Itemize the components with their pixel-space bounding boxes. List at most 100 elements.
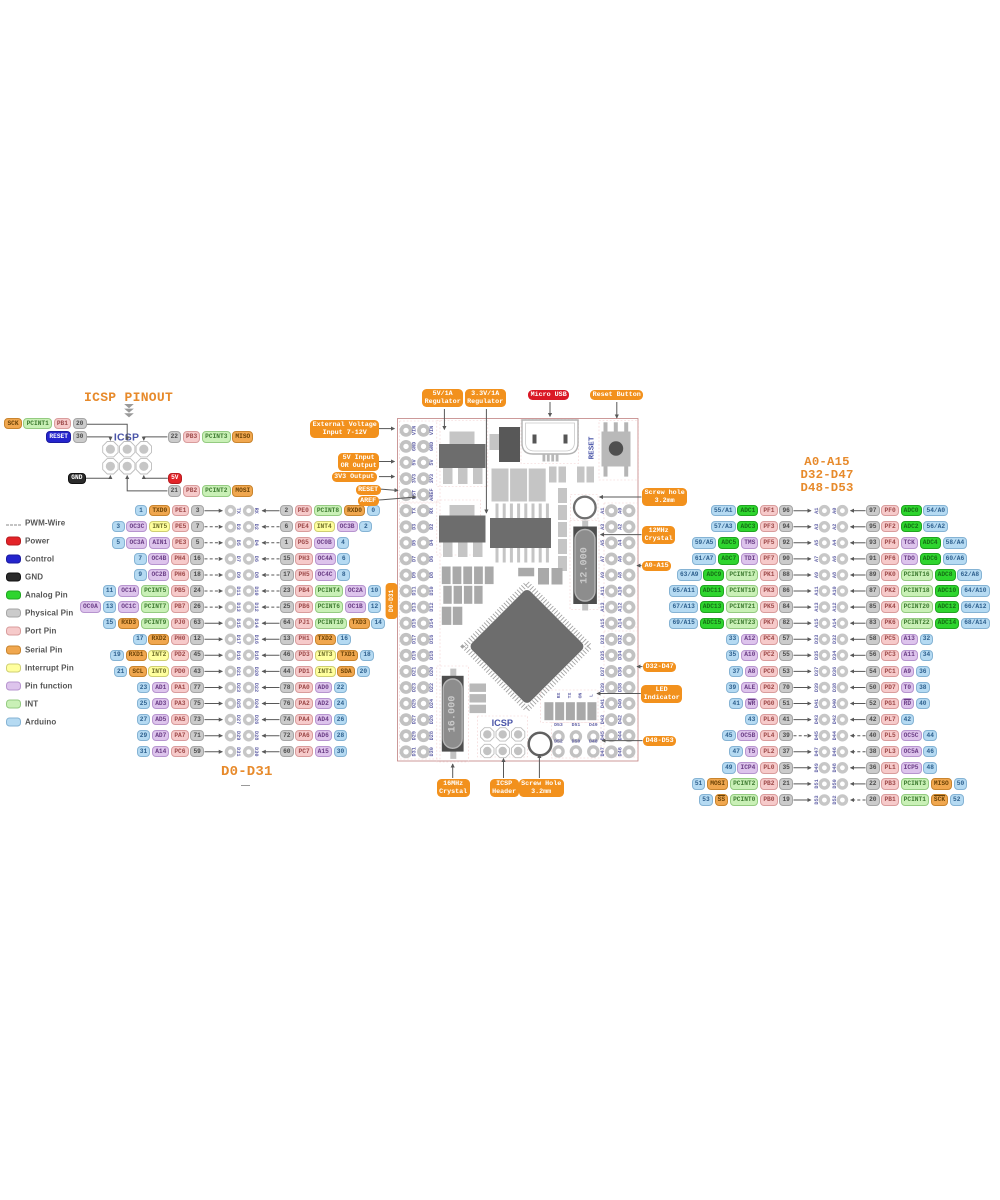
svg-text:D38: D38 xyxy=(617,683,623,692)
svg-text:A9: A9 xyxy=(600,572,606,578)
svg-text:RESET: RESET xyxy=(589,436,597,459)
svg-text:3V3: 3V3 xyxy=(412,474,418,483)
svg-text:D10: D10 xyxy=(253,586,259,595)
svg-text:RST: RST xyxy=(412,490,418,499)
svg-text:D34: D34 xyxy=(617,651,623,660)
svg-text:D25: D25 xyxy=(412,699,418,708)
svg-text:D39: D39 xyxy=(814,683,820,692)
svg-text:D5: D5 xyxy=(412,540,418,546)
svg-text:A0: A0 xyxy=(617,508,623,514)
svg-text:D7: D7 xyxy=(412,556,418,562)
svg-text:A0: A0 xyxy=(832,508,838,514)
svg-text:A14: A14 xyxy=(617,619,623,628)
svg-text:D36: D36 xyxy=(617,667,623,676)
svg-text:ICSP: ICSP xyxy=(492,718,513,728)
svg-text:D52: D52 xyxy=(832,795,838,804)
svg-text:D17: D17 xyxy=(412,635,418,644)
svg-text:D27: D27 xyxy=(235,715,241,724)
svg-text:D47: D47 xyxy=(814,747,820,756)
svg-text:D27: D27 xyxy=(412,715,418,724)
svg-text:D8: D8 xyxy=(429,572,435,578)
svg-text:D20: D20 xyxy=(253,667,259,676)
svg-text:VIN: VIN xyxy=(429,426,435,435)
svg-text:D4: D4 xyxy=(429,540,435,546)
svg-text:TX: TX xyxy=(567,693,573,699)
svg-text:D45: D45 xyxy=(600,731,606,740)
svg-text:D8: D8 xyxy=(253,572,259,578)
svg-text:D22: D22 xyxy=(429,683,435,692)
svg-text:A1: A1 xyxy=(600,508,606,514)
svg-text:D52: D52 xyxy=(554,739,563,745)
svg-text:D47: D47 xyxy=(600,747,606,756)
svg-text:D21: D21 xyxy=(235,667,241,676)
svg-text:A15: A15 xyxy=(814,619,820,628)
svg-text:D41: D41 xyxy=(814,699,820,708)
svg-text:A1: A1 xyxy=(814,508,820,514)
svg-text:D44: D44 xyxy=(617,731,623,740)
svg-text:D14: D14 xyxy=(253,619,259,628)
svg-text:D28: D28 xyxy=(253,731,259,740)
svg-text:A4: A4 xyxy=(832,540,838,546)
svg-text:D36: D36 xyxy=(832,667,838,676)
svg-text:D17: D17 xyxy=(235,635,241,644)
svg-text:A12: A12 xyxy=(832,602,838,611)
svg-text:D12: D12 xyxy=(253,602,259,611)
svg-text:D33: D33 xyxy=(600,635,606,644)
svg-text:ON: ON xyxy=(578,693,584,699)
svg-text:D39: D39 xyxy=(600,683,606,692)
svg-text:5V: 5V xyxy=(429,459,435,466)
svg-text:D2: D2 xyxy=(429,524,435,530)
svg-text:RX: RX xyxy=(253,508,259,515)
svg-text:D29: D29 xyxy=(412,731,418,740)
svg-text:A11: A11 xyxy=(814,586,820,595)
svg-text:D53: D53 xyxy=(554,722,563,728)
svg-text:RX: RX xyxy=(556,693,562,699)
svg-text:D35: D35 xyxy=(814,651,820,660)
svg-text:D46: D46 xyxy=(617,747,623,756)
svg-text:D15: D15 xyxy=(412,619,418,628)
svg-text:D2: D2 xyxy=(253,524,259,530)
svg-text:D30: D30 xyxy=(253,747,259,756)
svg-text:A8: A8 xyxy=(832,572,838,578)
svg-text:A13: A13 xyxy=(600,602,606,611)
svg-text:D51: D51 xyxy=(572,722,581,728)
svg-text:D50: D50 xyxy=(832,779,838,788)
svg-text:D10: D10 xyxy=(429,586,435,595)
svg-text:D18: D18 xyxy=(253,651,259,660)
svg-text:TX: TX xyxy=(235,508,241,515)
svg-text:D23: D23 xyxy=(412,683,418,692)
svg-text:D20: D20 xyxy=(429,667,435,676)
svg-text:5V: 5V xyxy=(412,459,418,466)
svg-text:A11: A11 xyxy=(600,586,606,595)
svg-text:D11: D11 xyxy=(412,586,418,595)
svg-text:A2: A2 xyxy=(832,524,838,530)
svg-text:D51: D51 xyxy=(814,779,820,788)
svg-text:D7: D7 xyxy=(235,556,241,562)
svg-text:D6: D6 xyxy=(253,556,259,562)
svg-text:D25: D25 xyxy=(235,699,241,708)
svg-text:D9: D9 xyxy=(235,572,241,578)
svg-text:A5: A5 xyxy=(814,540,820,546)
svg-text:A3: A3 xyxy=(814,524,820,530)
svg-text:GND: GND xyxy=(412,442,418,451)
svg-text:D31: D31 xyxy=(412,747,418,756)
svg-text:D33: D33 xyxy=(814,635,820,644)
svg-text:A12: A12 xyxy=(617,602,623,611)
svg-text:3V3: 3V3 xyxy=(429,474,435,483)
svg-text:D13: D13 xyxy=(412,602,418,611)
svg-text:D6: D6 xyxy=(429,556,435,562)
svg-text:D50: D50 xyxy=(572,739,581,745)
svg-text:D24: D24 xyxy=(253,699,259,708)
svg-text:D3: D3 xyxy=(235,524,241,530)
svg-text:D26: D26 xyxy=(429,715,435,724)
svg-text:GND: GND xyxy=(429,442,435,451)
svg-text:A2: A2 xyxy=(617,524,623,530)
svg-text:D19: D19 xyxy=(412,651,418,660)
svg-text:D31: D31 xyxy=(235,747,241,756)
svg-text:A3: A3 xyxy=(600,524,606,530)
svg-text:L: L xyxy=(588,694,594,697)
svg-text:A7: A7 xyxy=(814,556,820,562)
svg-text:D40: D40 xyxy=(832,699,838,708)
svg-text:D26: D26 xyxy=(253,715,259,724)
svg-text:A8: A8 xyxy=(617,572,623,578)
